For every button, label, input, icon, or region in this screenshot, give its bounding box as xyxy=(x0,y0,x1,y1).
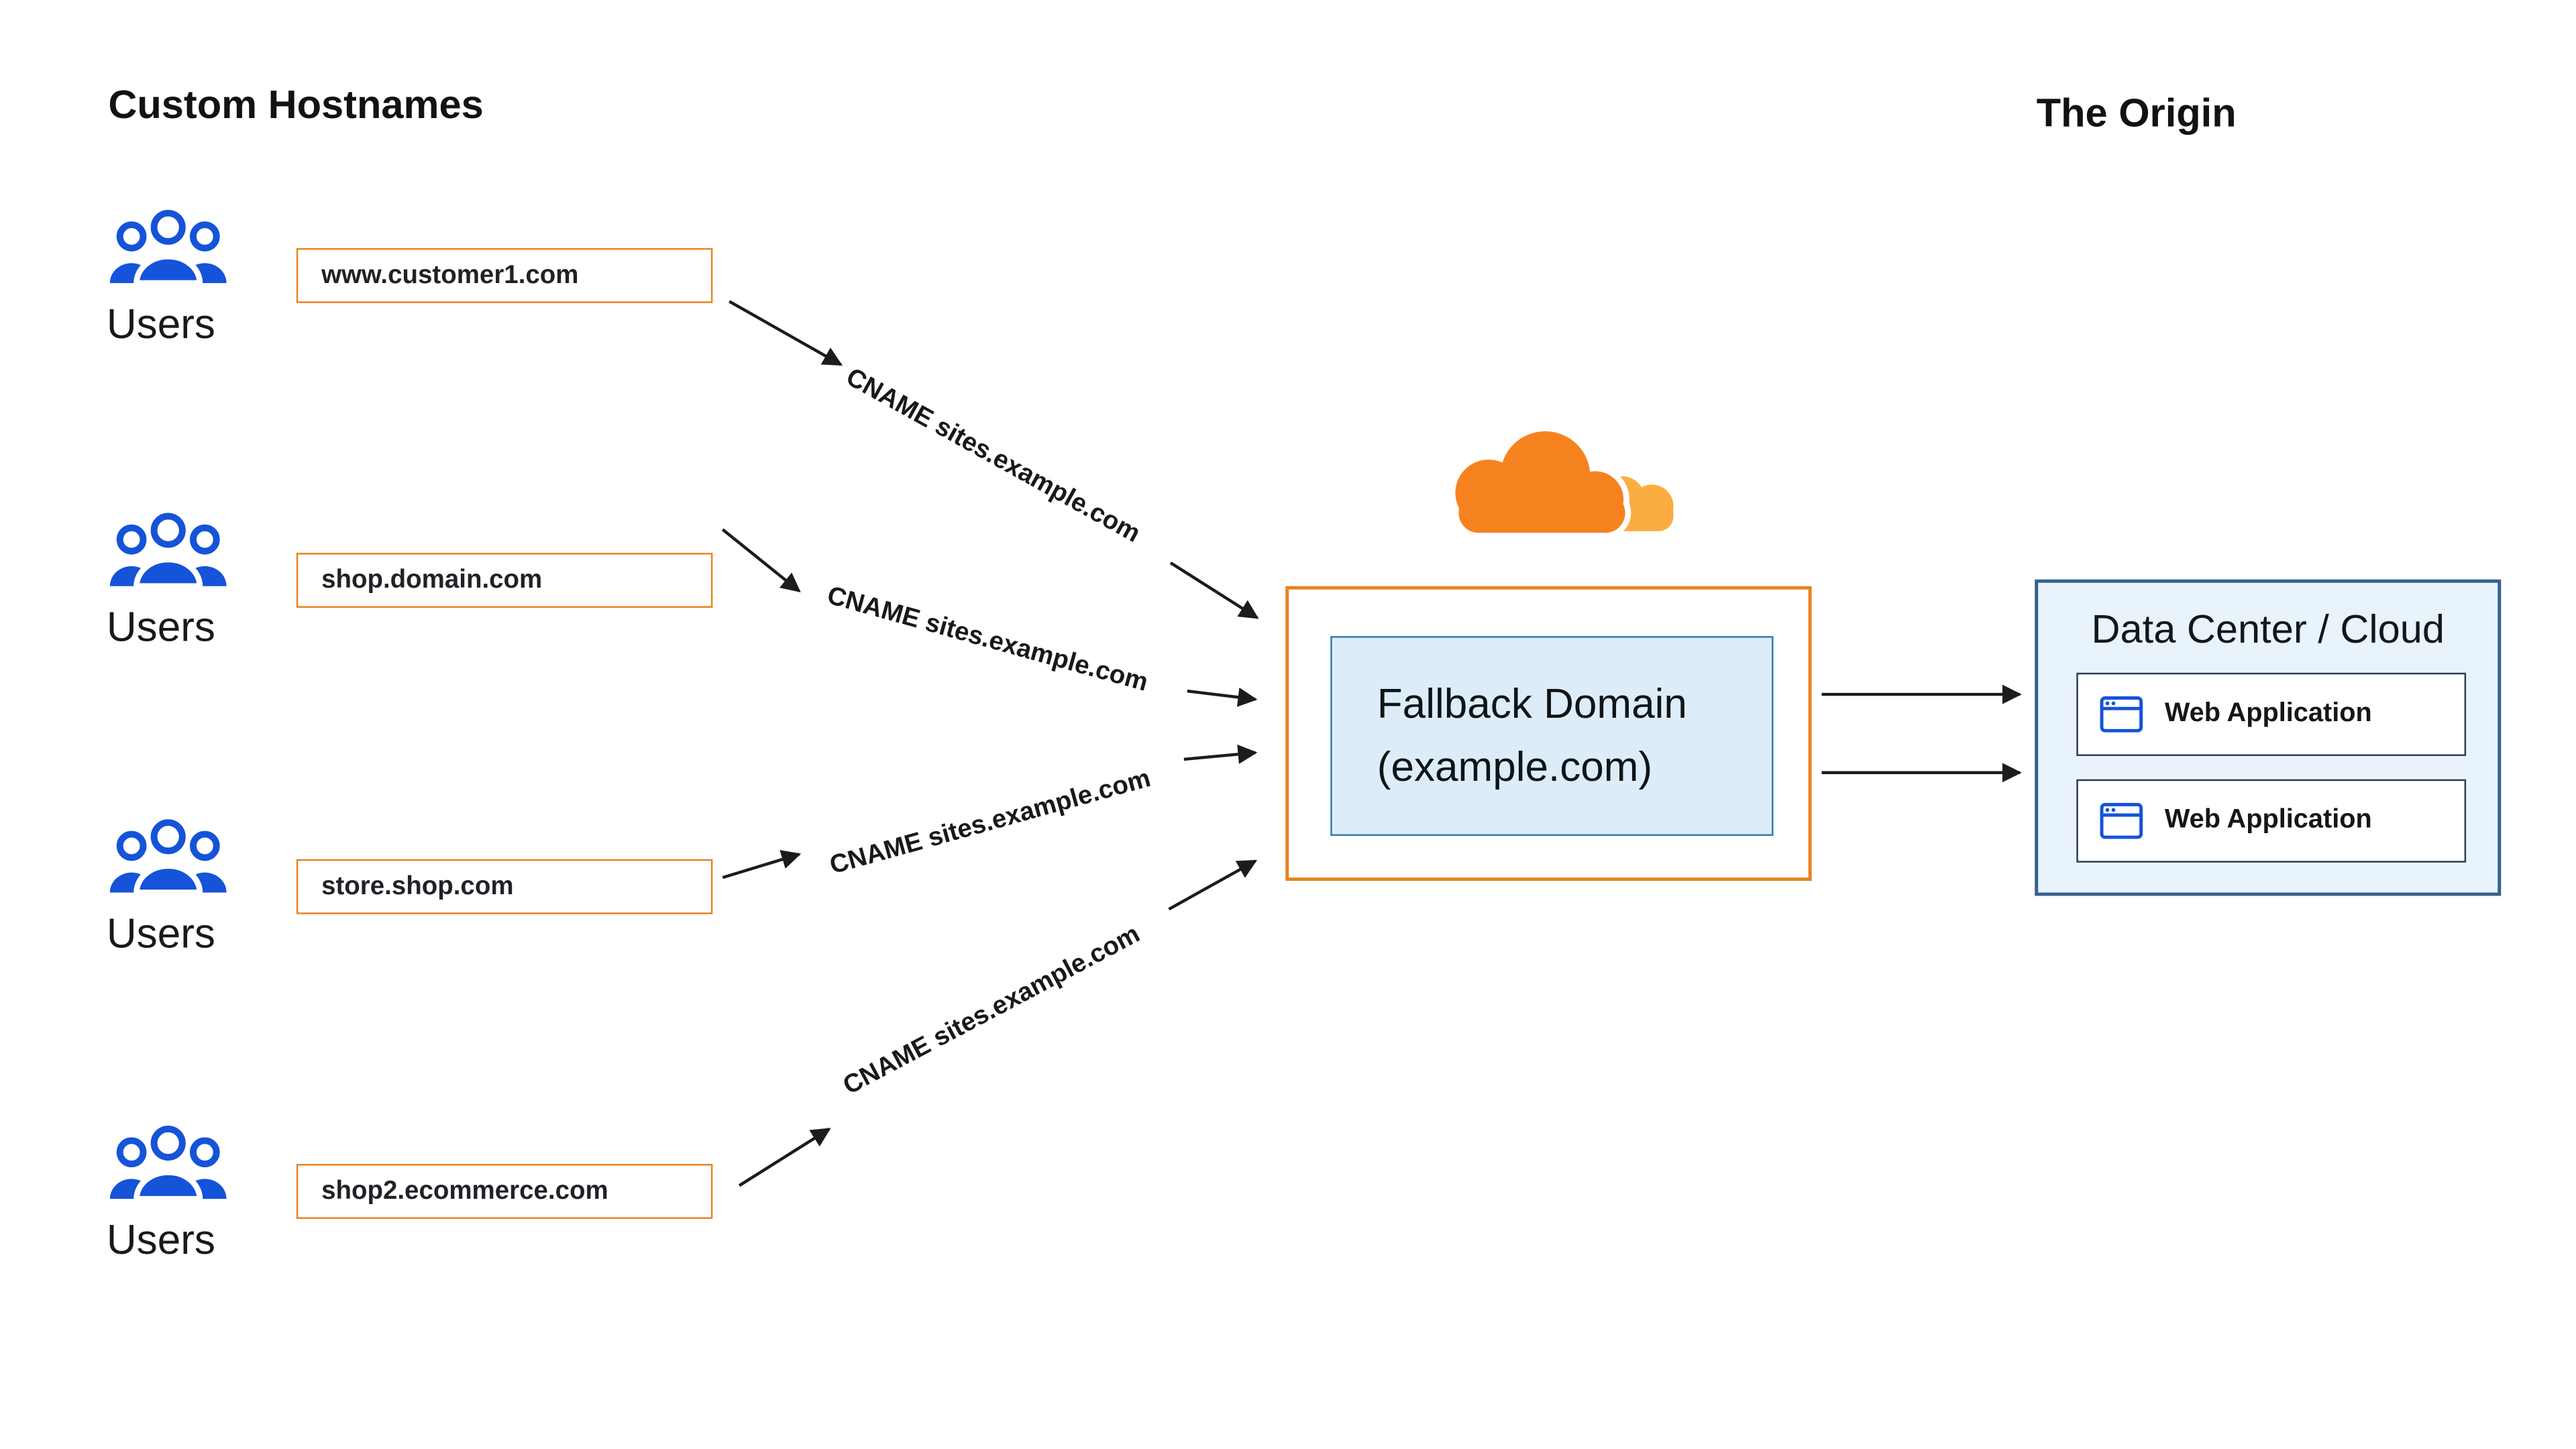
users-label: Users xyxy=(106,301,215,348)
data-center-title: Data Center / Cloud xyxy=(2091,608,2445,653)
cloudflare-zone-box: Fallback Domain (example.com) xyxy=(1285,586,1812,881)
hostname-box: store.shop.com xyxy=(296,859,713,914)
cname-arrow-3-end xyxy=(1183,744,1258,764)
cname-label: CNAME sites.example.com xyxy=(824,582,1151,698)
hostname-box: www.customer1.com xyxy=(296,248,713,303)
users-group-1: Users xyxy=(106,209,340,350)
cname-label: CNAME sites.example.com xyxy=(841,363,1145,549)
users-icon xyxy=(109,1125,227,1202)
web-application-row: Web Application xyxy=(2076,672,2467,756)
cname-arrow-1-end xyxy=(1169,561,1259,619)
hostname-label: shop2.ecommerce.com xyxy=(321,1176,608,1205)
users-icon xyxy=(109,209,227,286)
cname-arrow-4-end xyxy=(1168,859,1258,911)
users-group-2: Users xyxy=(107,513,340,653)
hostname-label: store.shop.com xyxy=(321,871,514,900)
cname-arrow-4-start xyxy=(738,1128,831,1187)
cname-label: CNAME sites.example.com xyxy=(826,764,1154,881)
fallback-domain-box: Fallback Domain (example.com) xyxy=(1330,636,1774,837)
users-group-4: Users xyxy=(106,1125,340,1266)
web-application-label: Web Application xyxy=(2164,699,2372,728)
users-label: Users xyxy=(106,604,215,651)
origin-title: The Origin xyxy=(2036,91,2237,137)
web-application-row: Web Application xyxy=(2076,779,2467,863)
fallback-domain-line1: Fallback Domain xyxy=(1377,681,1687,728)
hostname-label: www.customer1.com xyxy=(321,260,579,289)
cname-arrow-1-start xyxy=(729,300,843,366)
hostname-label: shop.domain.com xyxy=(321,565,543,594)
users-icon xyxy=(109,513,227,590)
users-icon xyxy=(109,819,227,896)
users-label: Users xyxy=(106,910,215,958)
custom-hostnames-title: Custom Hostnames xyxy=(108,83,484,129)
browser-window-icon xyxy=(2100,696,2143,733)
cloud-main-part xyxy=(1455,431,1625,533)
browser-window-icon xyxy=(2100,802,2143,839)
users-label: Users xyxy=(106,1217,215,1264)
users-group-3: Users xyxy=(107,819,340,959)
cname-arrow-2-end xyxy=(1187,687,1258,707)
web-application-label: Web Application xyxy=(2164,806,2372,835)
fallback-domain-line2: (example.com) xyxy=(1377,744,1653,792)
cname-label: CNAME sites.example.com xyxy=(839,920,1145,1101)
cname-arrow-3-start xyxy=(722,850,802,879)
hostname-box: shop.domain.com xyxy=(296,553,713,608)
hostname-box: shop2.ecommerce.com xyxy=(296,1164,713,1219)
cloudflare-logo-icon xyxy=(1449,425,1674,539)
cname-arrow-2-start xyxy=(721,528,801,593)
data-center-box: Data Center / Cloud Web Application Web xyxy=(2035,579,2502,896)
